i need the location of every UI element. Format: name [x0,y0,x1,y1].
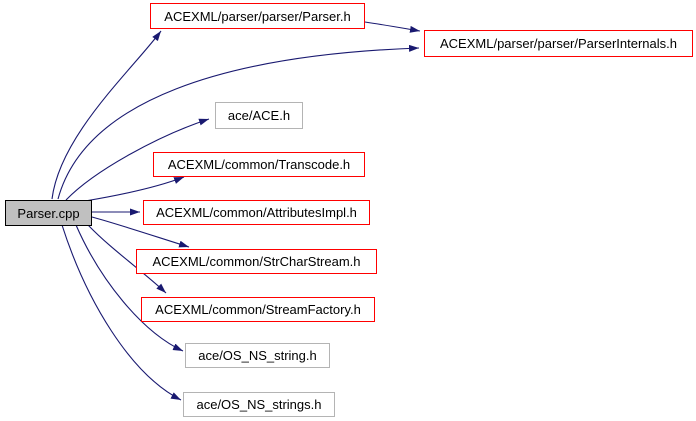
edge-parser-cpp-to-strcharstream-h [91,216,190,248]
node-ace-h: ace/ACE.h [215,102,303,129]
node-transcode-h[interactable]: ACEXML/common/Transcode.h [153,152,365,177]
node-parser-cpp: Parser.cpp [5,200,92,226]
node-os-ns-string-h: ace/OS_NS_string.h [185,343,330,368]
node-strcharstream-h[interactable]: ACEXML/common/StrCharStream.h [136,249,377,274]
node-parser-internals-h[interactable]: ACEXML/parser/parser/ParserInternals.h [424,30,693,57]
edge-parser-cpp-to-streamfactory-h [87,224,167,294]
node-attributesimpl-h[interactable]: ACEXML/common/AttributesImpl.h [143,200,370,225]
node-streamfactory-h[interactable]: ACEXML/common/StreamFactory.h [141,297,375,322]
edge-parser-cpp-to-os-ns-string-h [75,224,184,352]
edge-parser-cpp-to-transcode-h [84,176,185,202]
node-os-ns-strings-h: ace/OS_NS_strings.h [183,392,335,417]
edge-parser-cpp-to-ace-h [65,118,210,201]
edge-parser-cpp-to-parser-internals-h [57,44,420,200]
node-parser-h[interactable]: ACEXML/parser/parser/Parser.h [150,3,365,29]
edge-parser-h-to-parser-internals-h [364,21,421,33]
edge-parser-cpp-to-parser-h [51,30,162,200]
edge-parser-cpp-to-os-ns-strings-h [61,224,182,401]
